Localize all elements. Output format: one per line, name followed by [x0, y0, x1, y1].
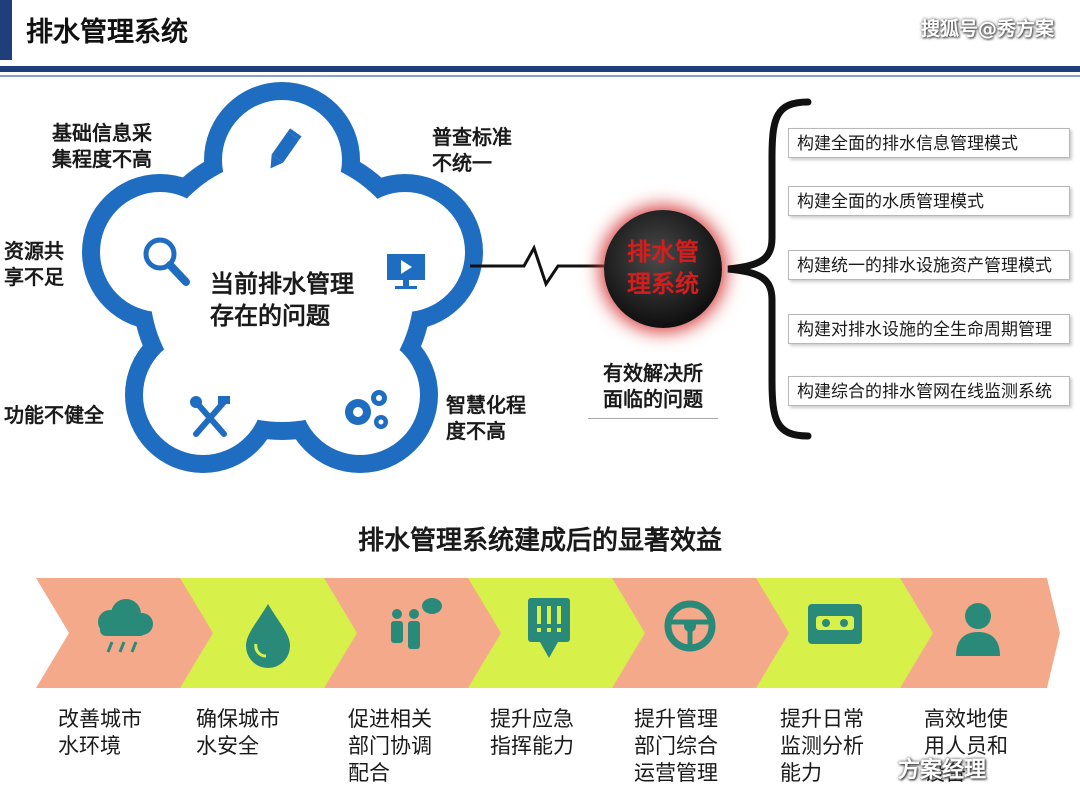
petal-label-basic-info: 基础信息采 集程度不高	[52, 121, 152, 171]
benefit-label: 确保城市 水安全	[196, 707, 280, 758]
benefit-label: 提升应急 指挥能力	[490, 707, 574, 758]
benefit-label: 促进相关 部门协调 配合	[348, 707, 432, 785]
solution-item: 构建对排水设施的全生命周期管理	[788, 314, 1070, 344]
benefit-label: 改善城市 水环境	[58, 707, 142, 758]
petal-label-smart-level: 智慧化程 度不高	[446, 393, 526, 443]
petal-label-function: 功能不健全	[4, 403, 104, 427]
solution-item: 构建综合的排水管网在线监测系统	[788, 376, 1070, 406]
benefit-label: 提升日常 监测分析 能力	[780, 707, 864, 785]
system-node	[604, 210, 722, 328]
benefits-chevron-row	[36, 578, 1060, 688]
page-title: 排水管理系统	[26, 17, 188, 48]
benefit-label: 高效地使 用人员和 设备	[924, 707, 1008, 785]
problem-flower-diagram	[82, 82, 483, 473]
chevron-arrows	[36, 578, 1060, 688]
connector-zigzag	[470, 244, 610, 288]
benefit-label: 提升管理 部门综合 运营管理	[634, 707, 718, 785]
header-divider-thin	[0, 75, 1080, 77]
problems-center-label: 当前排水管理 存在的问题	[210, 270, 354, 330]
solution-item: 构建全面的排水信息管理模式	[788, 128, 1070, 158]
header-divider	[0, 66, 1080, 72]
system-node-label: 排水管 理系统	[627, 238, 699, 298]
source-label: 搜狐号@秀方案	[920, 18, 1054, 40]
tools-icon	[190, 396, 230, 437]
rain-cloud-icon	[98, 599, 153, 653]
alert-sign-icon	[528, 598, 570, 658]
solution-item: 构建全面的水质管理模式	[788, 186, 1070, 216]
petal-label-resource-sharing: 资源共 享不足	[4, 239, 64, 289]
petal-label-standards: 普查标准 不统一	[432, 125, 512, 175]
solve-caption: 有效解决所 面临的问题	[588, 360, 718, 419]
solution-item: 构建统一的排水设施资产管理模式	[788, 250, 1070, 280]
curly-brace	[727, 98, 812, 440]
steering-wheel-icon	[664, 600, 716, 652]
search-icon	[143, 237, 190, 286]
monitor-play-icon	[387, 254, 425, 289]
gears-icon	[345, 390, 388, 429]
watermark: 方案经理	[898, 758, 987, 783]
water-drop-icon	[246, 604, 290, 668]
person-icon	[956, 603, 1000, 656]
cassette-icon	[808, 604, 862, 644]
header-accent-bar	[0, 0, 12, 60]
pencil-icon	[270, 128, 302, 169]
people-chat-icon	[391, 598, 442, 649]
benefits-title: 排水管理系统建成后的显著效益	[357, 526, 722, 556]
